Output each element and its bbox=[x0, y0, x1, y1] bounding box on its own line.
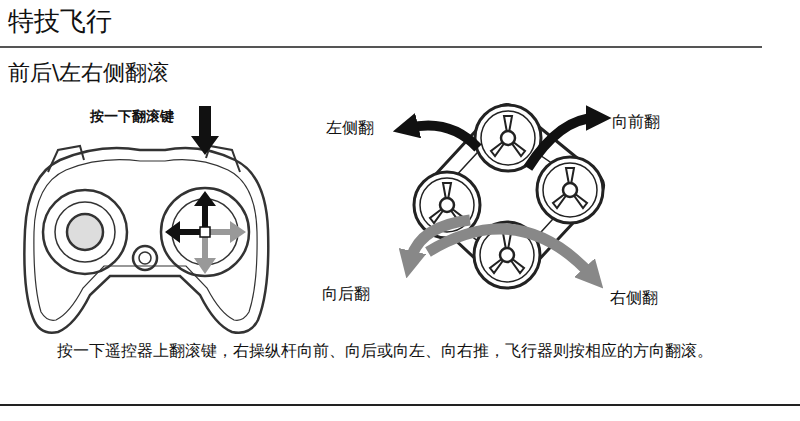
drawing-part bbox=[48, 146, 84, 172]
drawing-part bbox=[161, 188, 249, 276]
drawing-part bbox=[206, 146, 240, 172]
drawing-part bbox=[208, 221, 246, 243]
page-title: 特技飞行 bbox=[8, 6, 112, 37]
button-label: 按一下翻滚键 bbox=[90, 108, 174, 125]
flip-label: 左侧翻 bbox=[326, 118, 374, 137]
drawing-part bbox=[67, 214, 103, 250]
drawing-part bbox=[55, 202, 115, 262]
title-rule bbox=[0, 46, 762, 48]
drawing-part bbox=[528, 118, 596, 168]
instruction-text: 按一下遥控器上翻滚键，右操纵杆向前、向后或向左、向右推，飞行器则按相应的方向翻滚… bbox=[57, 339, 792, 363]
drawing-part bbox=[133, 246, 157, 270]
drawing-part bbox=[43, 190, 127, 274]
drawing-part bbox=[165, 221, 202, 243]
section-heading: 前后\左右侧翻滚 bbox=[8, 60, 169, 86]
flip-arrows bbox=[408, 118, 596, 276]
drawing-part bbox=[200, 227, 210, 237]
drawing-part bbox=[24, 148, 268, 333]
flip-label: 向前翻 bbox=[612, 112, 660, 131]
drawing-part bbox=[194, 191, 216, 229]
drawing-part bbox=[194, 235, 216, 274]
press-arrow bbox=[191, 106, 219, 155]
flip-label: 右侧翻 bbox=[610, 288, 658, 307]
flip-label: 向后翻 bbox=[322, 284, 370, 303]
drawing-part bbox=[408, 126, 478, 149]
drawing-part bbox=[428, 229, 592, 276]
bottom-rule bbox=[0, 404, 800, 406]
drawing-part bbox=[537, 157, 603, 223]
remote-controller bbox=[24, 146, 268, 333]
drawing-part bbox=[34, 160, 257, 321]
drawing-part bbox=[139, 252, 151, 264]
stick-direction-arrows bbox=[165, 191, 246, 274]
